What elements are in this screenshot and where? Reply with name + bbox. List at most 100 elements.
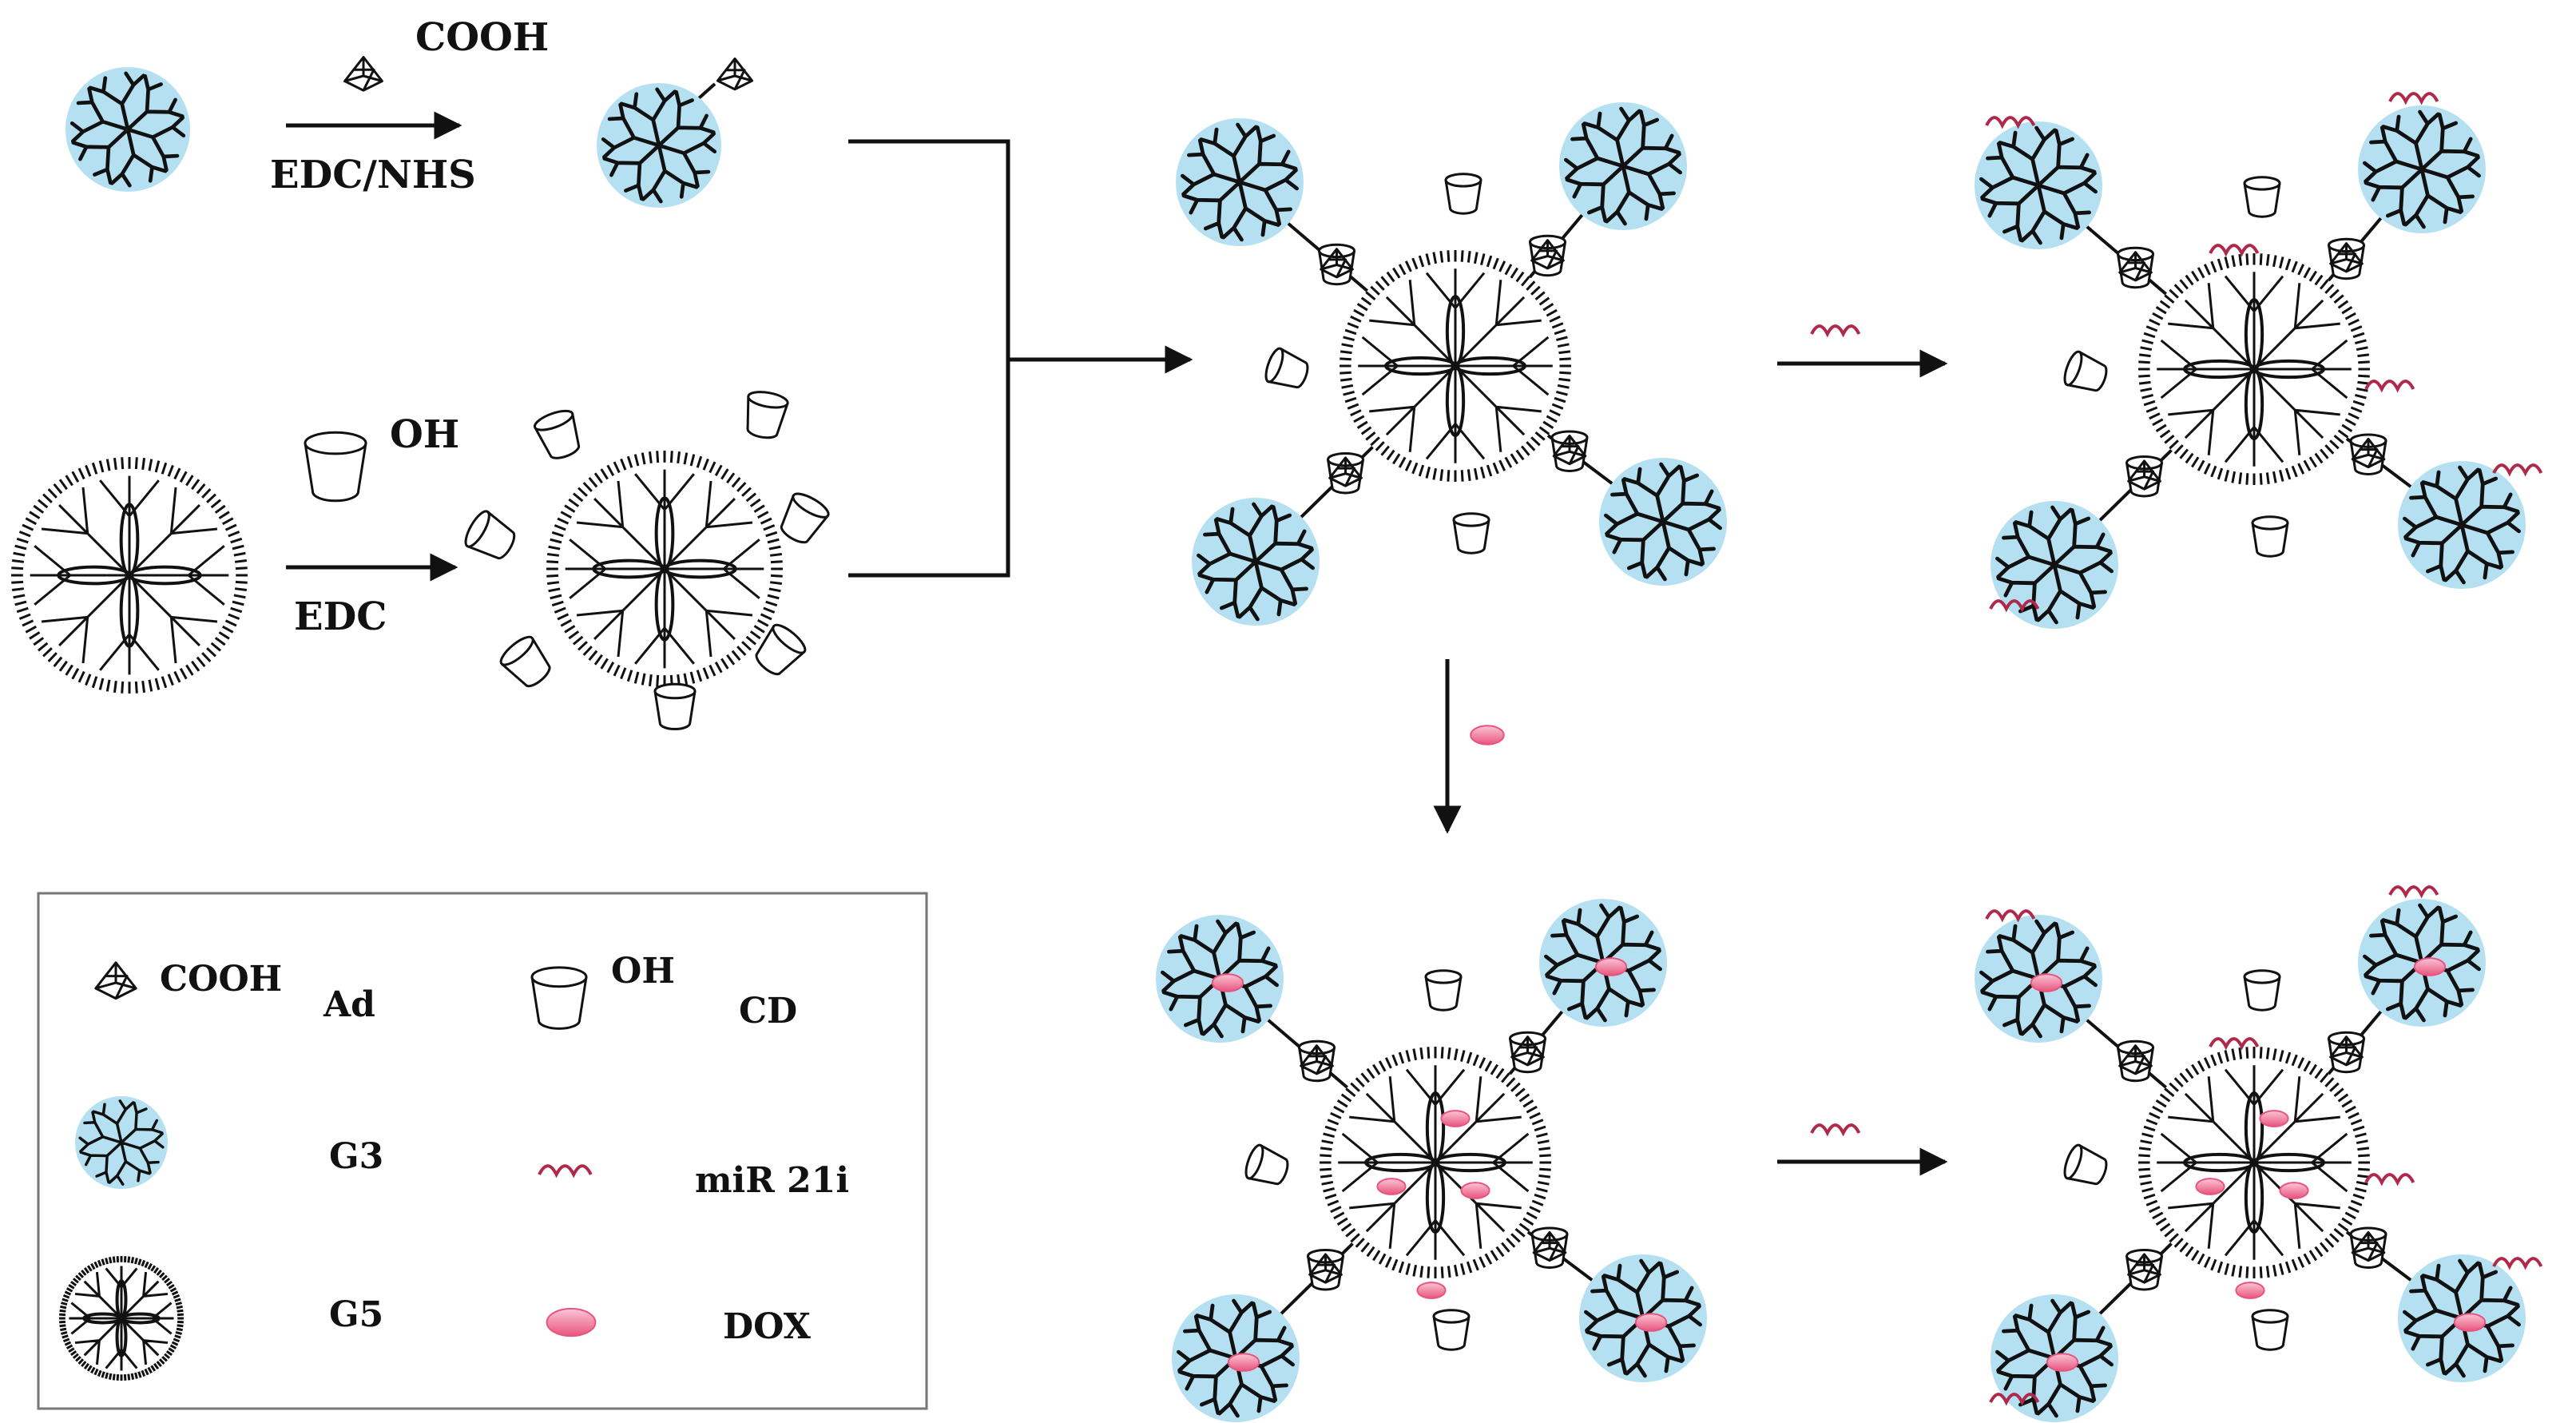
g3-dendrimer bbox=[1176, 118, 1304, 246]
adamantane bbox=[1532, 1230, 1567, 1262]
g3-dendrimer bbox=[1991, 501, 2118, 629]
legend-mir-name: miR 21i bbox=[695, 1160, 849, 1201]
dox-molecule bbox=[1416, 1282, 1447, 1299]
mir21i-strand bbox=[1989, 1393, 2040, 1406]
adamantane bbox=[1530, 239, 1565, 270]
step2-reagent-label: OH bbox=[390, 412, 459, 457]
dox-molecule bbox=[2195, 1178, 2225, 1195]
g5-dendrimer bbox=[546, 451, 783, 687]
mir21i-strands bbox=[538, 92, 2543, 1406]
adamantane bbox=[2351, 1230, 2386, 1262]
step2-condition-label: EDC bbox=[294, 594, 387, 639]
mir21i-strand bbox=[2388, 885, 2439, 899]
adamantane bbox=[1300, 1044, 1334, 1075]
dox-molecule bbox=[1376, 1178, 1407, 1195]
g3-dendrimer bbox=[2398, 461, 2526, 589]
g3-dendrimer bbox=[1192, 498, 1320, 626]
mir21i-strand bbox=[2388, 92, 2439, 105]
cyclodextrin bbox=[464, 510, 516, 560]
dox-molecule bbox=[1634, 1313, 1668, 1332]
dox-molecule bbox=[2453, 1313, 2487, 1332]
g5-dendrimer bbox=[1340, 250, 1571, 482]
cyclodextrin bbox=[1244, 1143, 1289, 1186]
g3-dendrimer bbox=[75, 1096, 168, 1189]
cyclodextrin bbox=[755, 623, 807, 676]
mir21i-strand bbox=[2364, 380, 2415, 393]
mir21i-strand bbox=[2364, 1173, 2415, 1186]
legend-g5-name: G5 bbox=[329, 1294, 383, 1335]
dox-molecule bbox=[1460, 1182, 1490, 1199]
adamantane bbox=[1328, 456, 1363, 487]
mir21i-strand bbox=[1985, 909, 2036, 923]
adamantane bbox=[2118, 1044, 2153, 1075]
cyclodextrin bbox=[780, 492, 830, 544]
dox-molecule bbox=[1440, 1110, 1471, 1127]
mir21i-strand bbox=[1810, 1123, 1861, 1137]
cyclodextrin bbox=[304, 431, 367, 503]
cyclodextrin bbox=[746, 391, 789, 439]
dox-molecules bbox=[546, 725, 2487, 1372]
g5-dendrimer bbox=[2138, 253, 2370, 485]
mir21i-strand bbox=[2209, 244, 2260, 257]
dox-molecule bbox=[2279, 1182, 2309, 1199]
adamantane bbox=[2127, 1253, 2161, 1284]
cyclodextrin bbox=[1264, 347, 1309, 389]
mir21i-strand bbox=[1810, 324, 1861, 338]
mir21i-strand bbox=[1989, 599, 2040, 613]
cyclodextrin bbox=[2243, 176, 2281, 218]
adamantane bbox=[2127, 459, 2161, 491]
dox-molecule bbox=[1594, 957, 1628, 976]
g3-dendrimer bbox=[1559, 102, 1687, 230]
adamantane bbox=[2329, 1035, 2364, 1067]
adamantane bbox=[94, 961, 137, 1000]
cyclodextrin bbox=[499, 635, 551, 688]
cyclodextrin bbox=[1424, 969, 1463, 1012]
step1-reagent-label: COOH bbox=[415, 15, 549, 60]
cyclodextrin bbox=[2063, 1143, 2108, 1186]
legend-cd-group: OH bbox=[611, 951, 675, 992]
adamantane bbox=[1320, 248, 1354, 279]
g5-dendrimers bbox=[11, 250, 2370, 1381]
merge-bracket bbox=[848, 139, 1190, 578]
dox-molecule bbox=[2413, 957, 2447, 976]
mir21i-strand bbox=[2492, 463, 2543, 477]
g3-dendrimer bbox=[2358, 105, 2486, 233]
dox-molecule bbox=[1211, 973, 1244, 992]
adamantane bbox=[2329, 242, 2364, 273]
dox-molecule bbox=[1227, 1353, 1260, 1372]
legend: COOH Ad OH CD G3 miR 21i G5 DOX bbox=[37, 892, 928, 1410]
legend-dox-name: DOX bbox=[723, 1306, 812, 1347]
dox-molecule bbox=[2046, 1353, 2079, 1372]
cyclodextrin bbox=[1444, 173, 1482, 215]
legend-ad-name: Ad bbox=[323, 984, 375, 1025]
mir21i-strand bbox=[1985, 116, 2036, 129]
mir21i-strand bbox=[2492, 1257, 2543, 1270]
cyclodextrin bbox=[2251, 515, 2289, 558]
mir21i-strand bbox=[2209, 1037, 2260, 1051]
cyclodextrin bbox=[653, 682, 697, 730]
legend-cd-name: CD bbox=[739, 991, 797, 1031]
cyclodextrin bbox=[1432, 1309, 1471, 1351]
dox-molecule bbox=[546, 1307, 597, 1338]
g3-dendrimers bbox=[65, 67, 2526, 1422]
cyclodextrin bbox=[2251, 1309, 2289, 1351]
legend-ad-group: COOH bbox=[160, 959, 282, 1000]
adamantane bbox=[1510, 1035, 1545, 1067]
g3-dendrimer bbox=[597, 83, 721, 208]
adamantane bbox=[2118, 251, 2153, 282]
adamantane bbox=[343, 56, 383, 92]
mir21i-strand bbox=[538, 1164, 593, 1179]
g5-dendrimer bbox=[11, 457, 248, 694]
reaction-arrows bbox=[286, 111, 1948, 1176]
dox-molecule bbox=[2235, 1282, 2265, 1299]
g3-dendrimer bbox=[65, 67, 190, 192]
legend-g3-name: G3 bbox=[329, 1136, 383, 1177]
dox-molecule bbox=[2030, 973, 2063, 992]
cyclodextrin bbox=[2063, 350, 2108, 392]
g5-dendrimer bbox=[1320, 1047, 1551, 1278]
adamantane bbox=[1308, 1253, 1343, 1284]
dox-molecule bbox=[1470, 725, 1505, 745]
g5-dendrimer bbox=[2138, 1047, 2370, 1278]
dox-molecule bbox=[2259, 1110, 2289, 1127]
